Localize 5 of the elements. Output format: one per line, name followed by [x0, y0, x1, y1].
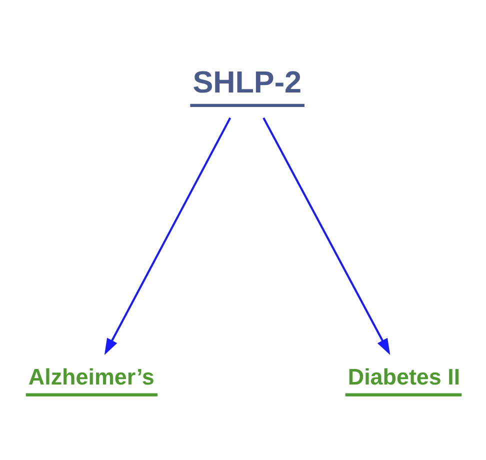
node-text: Diabetes II	[347, 364, 460, 390]
node-text: Alzheimer’s	[28, 364, 154, 390]
arrow	[104, 116, 231, 354]
arrow	[262, 116, 390, 354]
node-text: SHLP-2	[192, 65, 302, 100]
